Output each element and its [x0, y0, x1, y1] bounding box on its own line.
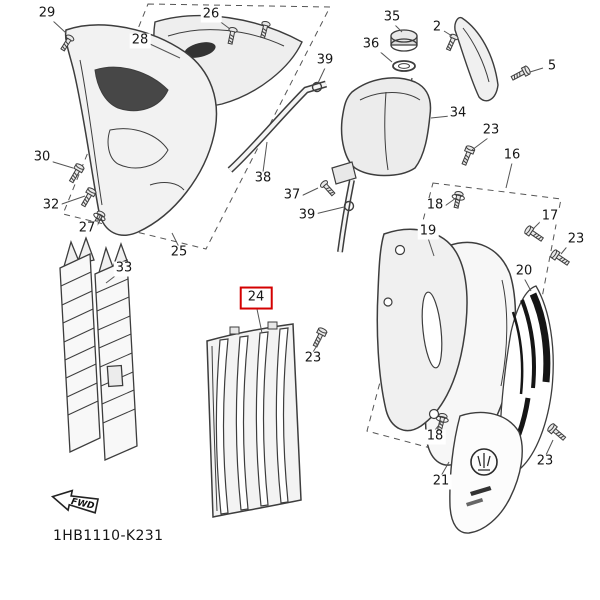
fwd-arrow-icon: FWD: [50, 487, 98, 516]
part-label-25[interactable]: 25: [168, 244, 190, 261]
part-label-20[interactable]: 20: [513, 263, 535, 280]
part-23-bolt-icon: [546, 422, 568, 443]
part-label-18[interactable]: 18: [424, 197, 446, 214]
logo-panel-art: [450, 413, 522, 534]
gasket-36-art: [393, 61, 415, 71]
part-label-39[interactable]: 39: [296, 207, 318, 224]
part-label-33[interactable]: 33: [113, 260, 135, 277]
panel-19-art: [377, 229, 467, 430]
part-label-18[interactable]: 18: [424, 428, 446, 445]
bracket-2-art: [455, 18, 498, 101]
part-label-16[interactable]: 16: [501, 147, 523, 164]
part-37-screw-icon: [318, 178, 337, 198]
part-label-17[interactable]: 17: [539, 208, 561, 225]
front-shroud-art: [66, 25, 217, 235]
part-label-5[interactable]: 5: [545, 58, 559, 75]
part-label-36[interactable]: 36: [360, 36, 382, 53]
part-18-screw-icon: [450, 190, 466, 209]
part-label-24[interactable]: 24: [239, 286, 273, 310]
part-30-bolt-icon: [66, 162, 86, 185]
part-label-23[interactable]: 23: [302, 350, 324, 367]
louver-33-art: [60, 238, 137, 460]
part-23-bolt-icon: [459, 144, 476, 167]
part-label-23[interactable]: 23: [480, 122, 502, 139]
part-label-32[interactable]: 32: [40, 197, 62, 214]
part-label-19[interactable]: 19: [417, 223, 439, 240]
part-label-21[interactable]: 21: [430, 473, 452, 490]
fwd-arrow-label: FWD: [70, 497, 96, 512]
part-label-28[interactable]: 28: [129, 32, 151, 49]
part-23-bolt-icon: [549, 248, 572, 268]
part-5-bolt-icon: [509, 64, 532, 83]
hose-38-art: [230, 83, 326, 171]
part-label-30[interactable]: 30: [31, 149, 53, 166]
part-label-37[interactable]: 37: [281, 187, 303, 204]
clamp-39-icon: [345, 202, 354, 211]
part-label-2[interactable]: 2: [430, 19, 444, 36]
part-label-35[interactable]: 35: [381, 9, 403, 26]
part-label-29[interactable]: 29: [36, 5, 58, 22]
part-label-23[interactable]: 23: [565, 231, 587, 248]
cap-35-art: [391, 30, 417, 51]
part-label-26[interactable]: 26: [200, 6, 222, 23]
tank-34-art: [332, 78, 430, 184]
diagram-code: 1HB1110-K231: [53, 528, 164, 544]
part-label-34[interactable]: 34: [447, 105, 469, 122]
overflow-hose-art: [340, 180, 354, 252]
leader-lines: [50, 20, 570, 476]
part-label-38[interactable]: 38: [252, 170, 274, 187]
part-label-39[interactable]: 39: [314, 52, 336, 69]
part-label-23[interactable]: 23: [534, 453, 556, 470]
yamaha-logo-icon: [471, 449, 497, 475]
part-label-27[interactable]: 27: [76, 220, 98, 237]
part-23-bolt-icon: [310, 326, 329, 349]
clamp-39-icon: [313, 83, 322, 92]
guard-24-art: [207, 322, 301, 517]
